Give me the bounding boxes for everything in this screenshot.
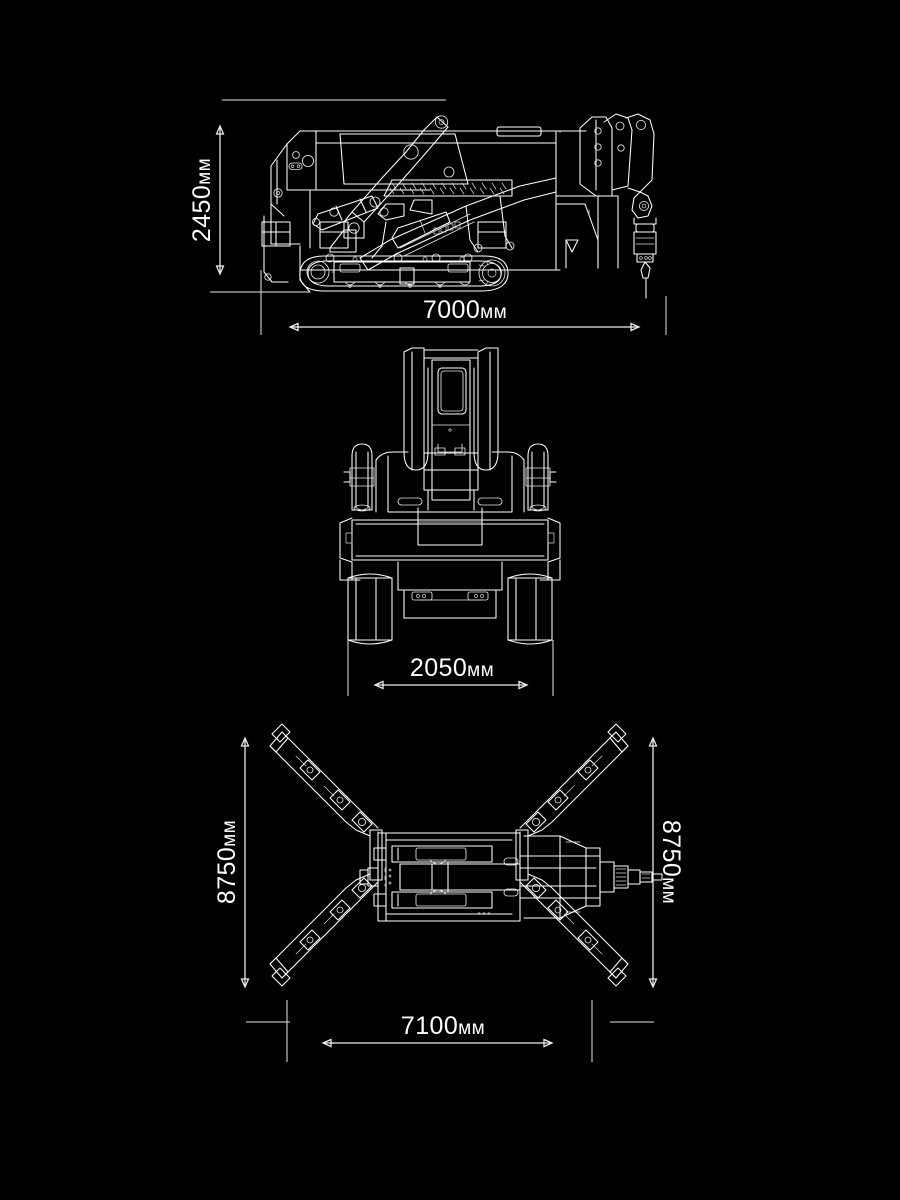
dimension-label-front-width: 2050мм <box>410 654 494 682</box>
dimension-label-plan-width: 7100мм <box>401 1012 485 1040</box>
dimension-label-plan-depth-right: 8750мм <box>657 820 685 904</box>
front-elevation-view: 2050мм <box>339 347 561 696</box>
side-main-boom <box>311 115 557 271</box>
dimension-label-side-length: 7000мм <box>423 296 507 324</box>
plan-outrigger-lower-left <box>269 873 379 987</box>
front-outrigger-legs <box>343 443 557 512</box>
front-deck <box>375 451 525 546</box>
side-jib-assembly <box>579 113 657 299</box>
front-chassis-beam <box>339 517 561 563</box>
front-boom-column <box>403 347 499 511</box>
front-view-dimensions: 2050мм <box>347 640 554 696</box>
side-boom-walkway <box>383 179 513 197</box>
front-tracks <box>339 559 561 645</box>
dimension-label-side-height: 2450мм <box>188 158 216 242</box>
side-elevation-view: 2450мм 7000мм <box>188 99 667 335</box>
side-track-undercarriage <box>263 243 509 293</box>
plan-outrigger-upper-left <box>269 723 383 881</box>
plan-outrigger-upper-right <box>515 723 629 881</box>
plan-outrigger-lower-right <box>519 873 629 987</box>
side-view-dimensions: 2450мм 7000мм <box>188 99 667 335</box>
plan-view-dimensions: 8750мм 8750мм 7100мм <box>213 736 685 1062</box>
plan-top-view: 8750мм 8750мм 7100мм <box>213 723 685 1062</box>
dimension-label-plan-depth-left: 8750мм <box>213 820 241 904</box>
